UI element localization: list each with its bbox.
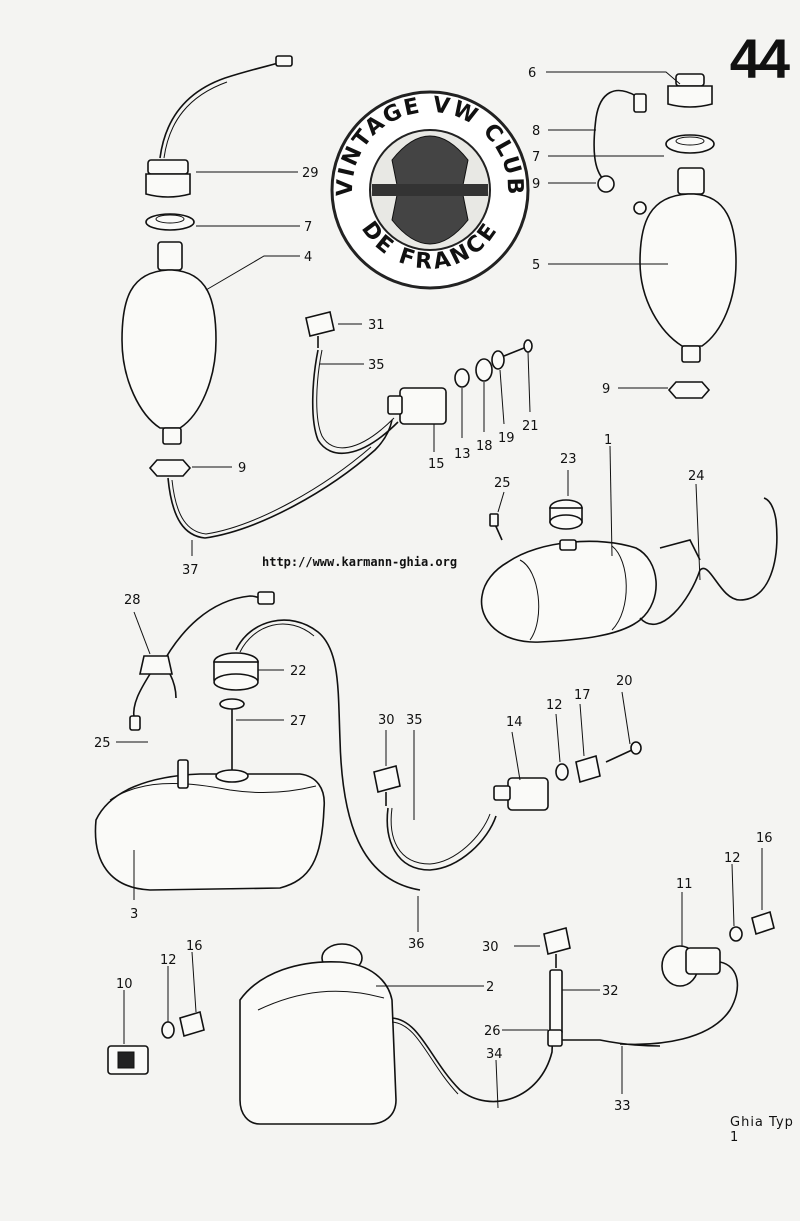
callout-16-left: 16 [186,939,203,954]
callout-25-lower: 25 [94,736,111,751]
callout-5: 5 [532,258,540,273]
callout-21: 21 [522,419,539,434]
callout-34: 34 [486,1047,503,1062]
callout-19: 19 [498,431,515,446]
callout-13: 13 [454,447,471,462]
upper-middle-pump-assembly [305,311,533,454]
callout-22: 22 [290,664,307,679]
callout-29: 29 [302,166,319,181]
callout-35-lower: 35 [406,713,423,728]
callout-12-left: 12 [160,953,177,968]
right-pump-assembly [619,910,775,1046]
callout-36: 36 [408,937,425,952]
bottom-tank-assembly [239,927,661,1125]
lower-middle-pump-assembly [373,741,642,871]
callout-1: 1 [604,433,612,448]
lower-left-tank-assembly [94,591,421,891]
callout-7-left: 7 [304,220,312,235]
callout-10: 10 [116,977,133,992]
callout-8: 8 [532,124,540,139]
callout-6: 6 [528,66,536,81]
callout-16-right: 16 [756,831,773,846]
upper-left-reservoir-assembly [121,55,393,539]
callout-25-upper: 25 [494,476,511,491]
callout-18: 18 [476,439,493,454]
callout-28: 28 [124,593,141,608]
callout-3: 3 [130,907,138,922]
callout-2: 2 [486,980,494,995]
right-middle-tank-assembly [480,497,778,643]
club-logo: VINTAGE VW CLUB DE FRANCE [330,90,530,290]
callout-15: 15 [428,457,445,472]
source-url: http://www.karmann-ghia.org [262,555,458,569]
callout-33: 33 [614,1099,631,1114]
callout-27: 27 [290,714,307,729]
callout-12-middle: 12 [546,698,563,713]
footer-model-label: Ghia Typ 1 [730,1115,794,1145]
callout-numbers: 29 7 4 9 37 6 8 7 9 5 9 31 35 15 13 18 1… [94,66,773,1114]
callout-9-left: 9 [238,461,246,476]
callout-11: 11 [676,877,693,892]
callout-32: 32 [602,984,619,999]
callout-26: 26 [484,1024,501,1039]
upper-right-reservoir-assembly [593,73,737,399]
callout-17: 17 [574,688,591,703]
callout-31: 31 [368,318,385,333]
callout-14: 14 [506,715,523,730]
callout-12-right: 12 [724,851,741,866]
page-number: 44 [729,27,790,90]
callout-4: 4 [304,250,312,265]
callout-9-right: 9 [602,382,610,397]
callout-7-right: 7 [532,150,540,165]
callout-30-lower: 30 [482,940,499,955]
callout-35-upper: 35 [368,358,385,373]
callout-24: 24 [688,469,705,484]
callout-20: 20 [616,674,633,689]
leader-lines [116,71,763,1109]
callout-9-upper-right: 9 [532,177,540,192]
callout-30-middle: 30 [378,713,395,728]
callout-37: 37 [182,563,199,578]
callout-23: 23 [560,452,577,467]
lower-left-switch-assembly [107,1010,205,1075]
